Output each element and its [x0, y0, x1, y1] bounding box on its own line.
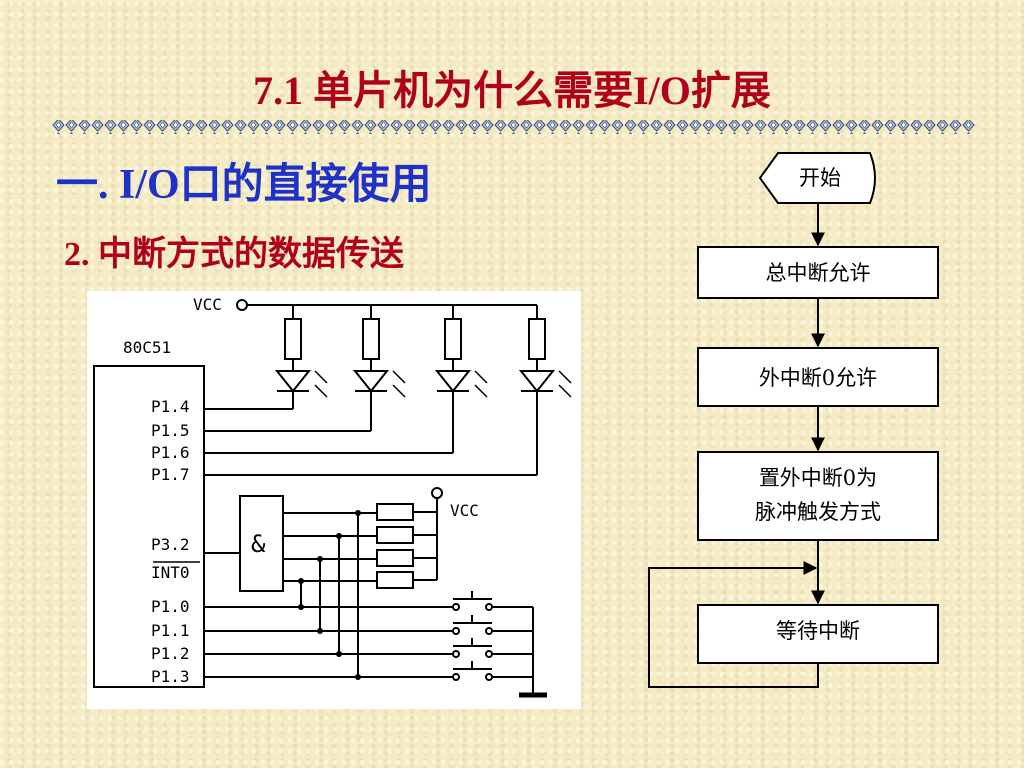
pin-label: P1.1	[151, 621, 190, 640]
push-switch	[452, 615, 533, 635]
slide-title: 7.1 单片机为什么需要I/O扩展	[253, 68, 771, 113]
start-terminal	[758, 152, 876, 204]
vcc-label: VCC	[193, 295, 222, 314]
led-branch	[204, 305, 472, 454]
pin-label: P3.2	[151, 535, 190, 554]
start-label: 开始	[799, 166, 841, 190]
flowchart: 开始 总中断允许 外中断0允许 置外中断0为 脉冲触发方式 等待中断	[648, 152, 939, 688]
flow-step	[697, 604, 939, 664]
circuit-diagram: VCC VCC 80C51 P1.4 P1.5 P1.6 P1.7 P3.2 I…	[87, 291, 581, 709]
led-branch	[204, 305, 556, 476]
decorative-divider	[52, 120, 976, 134]
led-branch	[204, 305, 312, 410]
led-branch	[204, 305, 390, 432]
vcc-label: VCC	[450, 501, 479, 520]
chip-label: 80C51	[123, 338, 171, 357]
subsection-heading: 2. 中断方式的数据传送	[64, 236, 404, 273]
pin-label: INT0	[151, 563, 190, 582]
and-gate-symbol: &	[251, 530, 266, 558]
push-switch	[452, 638, 533, 658]
pin-label: P1.6	[151, 443, 190, 462]
flow-step-label: 脉冲触发方式	[755, 500, 881, 524]
push-switch	[452, 591, 533, 611]
pin-label: P1.4	[151, 397, 190, 416]
flow-step	[697, 246, 939, 299]
push-switch	[452, 661, 533, 681]
pin-label: P1.0	[151, 597, 190, 616]
pin-label: P1.5	[151, 421, 190, 440]
section-heading: 一. I/O口的直接使用	[56, 162, 432, 208]
pin-label: P1.3	[151, 667, 190, 686]
pin-label: P1.2	[151, 644, 190, 663]
flow-step	[697, 451, 939, 541]
flow-step	[697, 347, 939, 407]
flow-step-label: 置外中断0为	[759, 466, 877, 490]
flow-step-label: 外中断0允许	[759, 366, 877, 390]
flow-step-label: 总中断允许	[766, 261, 871, 285]
flow-step-label: 等待中断	[776, 619, 860, 643]
pin-label: P1.7	[151, 465, 190, 484]
